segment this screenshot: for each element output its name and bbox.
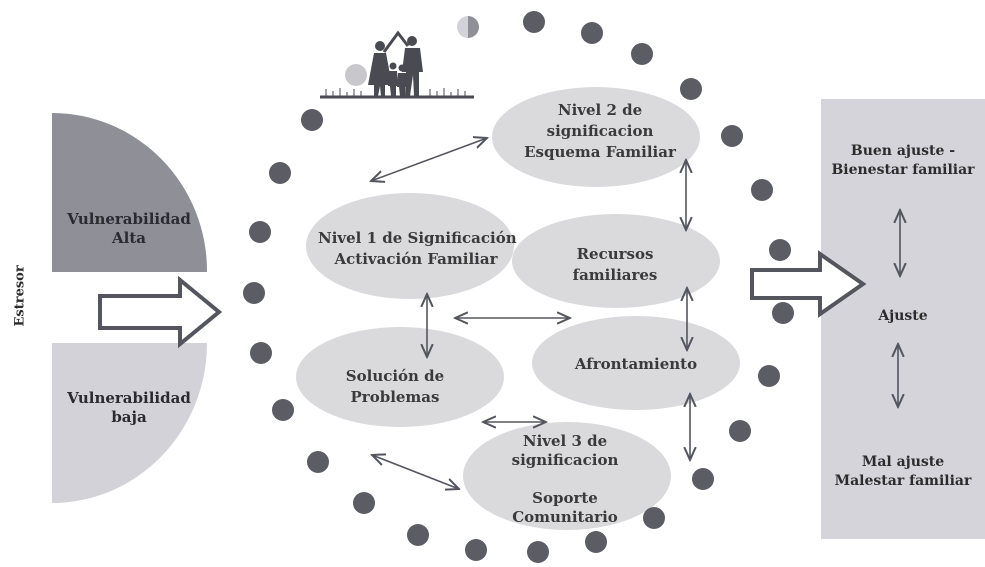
ring-dot xyxy=(631,43,653,65)
node-nivel2-line3: Esquema Familiar xyxy=(524,143,676,161)
ring-dot xyxy=(585,531,607,553)
ring-dot xyxy=(269,162,291,184)
node-nivel3-line2: significacion xyxy=(511,451,619,469)
node-nivel3-line3: Soporte xyxy=(532,489,598,507)
ring-dot xyxy=(772,302,794,324)
node-afrontamiento-label: Afrontamiento xyxy=(556,355,716,374)
family-silhouette-icon xyxy=(320,30,474,99)
ring-dot xyxy=(769,239,791,261)
ring-dot xyxy=(353,492,375,514)
outcome-bad-line2: Malestar familiar xyxy=(834,473,972,489)
ring-dot xyxy=(751,179,773,201)
node-nivel1-line1: Nivel 1 de Significación xyxy=(318,229,517,247)
node-nivel2-line1: Nivel 2 de xyxy=(557,101,643,119)
node-nivel1-line2: Activación Familiar xyxy=(334,250,498,268)
node-afrontamiento-line1: Afrontamiento xyxy=(574,355,698,373)
outcome-good-line2: Bienestar familiar xyxy=(831,162,975,178)
vulnerability-high-shape xyxy=(52,113,208,272)
stressor-arrow xyxy=(98,275,223,349)
split-dot xyxy=(457,16,479,38)
node-solucion-label: Solución de Problemas xyxy=(320,366,470,408)
node-solucion-line1: Solución de xyxy=(345,367,445,385)
node-solucion-ellipse xyxy=(296,327,504,427)
ring-dot xyxy=(301,109,323,131)
node-nivel2-ellipse xyxy=(492,87,700,187)
ring-dot xyxy=(523,11,545,33)
node-nivel2-label: Nivel 2 de significacion Esquema Familia… xyxy=(520,100,680,163)
node-nivel1-label: Nivel 1 de Significación Activación Fami… xyxy=(318,228,517,270)
arrow-solucion-nivel3-lower xyxy=(372,455,459,489)
node-recursos-label: Recursos familiares xyxy=(540,244,690,286)
outcome-panel xyxy=(821,99,985,539)
node-nivel2-line2: significacion xyxy=(546,122,654,140)
dot-ring xyxy=(243,11,794,563)
node-nivel3-ellipse xyxy=(463,422,671,530)
ring-dot xyxy=(581,22,603,44)
vulnerability-low-line1: Vulnerabilidad xyxy=(67,389,191,407)
vulnerability-low-shape xyxy=(52,343,207,503)
ring-dot xyxy=(307,451,329,473)
node-recursos-line1: Recursos xyxy=(576,245,654,263)
outcome-arrow xyxy=(750,250,867,318)
outcome-good-label: Buen ajuste - Bienestar familiar xyxy=(821,142,985,180)
outcome-bad-label: Mal ajuste Malestar familiar xyxy=(821,453,985,491)
ring-dot xyxy=(680,78,702,100)
vulnerability-high-line1: Vulnerabilidad xyxy=(67,210,191,228)
ring-dot xyxy=(643,507,665,529)
node-recursos-line2: familiares xyxy=(572,266,658,284)
node-nivel3-line1: Nivel 3 de xyxy=(522,432,608,450)
node-nivel3-label: Nivel 3 de significacion Soporte Comunit… xyxy=(495,432,635,527)
vulnerability-low-line2: baja xyxy=(111,408,147,426)
ring-dot xyxy=(527,541,549,563)
ring-dot xyxy=(407,524,429,546)
node-solucion-line2: Problemas xyxy=(350,388,440,406)
ring-dot xyxy=(243,282,265,304)
ring-dot xyxy=(721,125,743,147)
outcome-middle-label: Ajuste xyxy=(878,308,928,324)
node-nivel3-line4: Comunitario xyxy=(512,508,618,526)
ring-dot xyxy=(249,221,271,243)
vulnerability-low-label: Vulnerabilidad baja xyxy=(58,389,200,427)
connector-arrows xyxy=(371,138,900,489)
stressor-label: Estresor xyxy=(12,265,28,327)
ring-dot xyxy=(692,468,714,490)
ring-dot xyxy=(758,365,780,387)
ring-dot xyxy=(272,399,294,421)
node-nivel1-ellipse xyxy=(306,193,514,299)
ring-dot xyxy=(729,420,751,442)
vulnerability-high-line2: Alta xyxy=(112,229,146,247)
light-dot xyxy=(345,64,367,86)
arrow-nivel2-nivel1 xyxy=(371,138,487,181)
vulnerability-high-label: Vulnerabilidad Alta xyxy=(58,210,200,248)
ring-dot xyxy=(250,342,272,364)
outcome-bad-line1: Mal ajuste xyxy=(861,454,945,470)
ring-dot xyxy=(465,539,487,561)
node-recursos-ellipse xyxy=(512,214,720,308)
outcome-good-line1: Buen ajuste - xyxy=(850,143,956,159)
